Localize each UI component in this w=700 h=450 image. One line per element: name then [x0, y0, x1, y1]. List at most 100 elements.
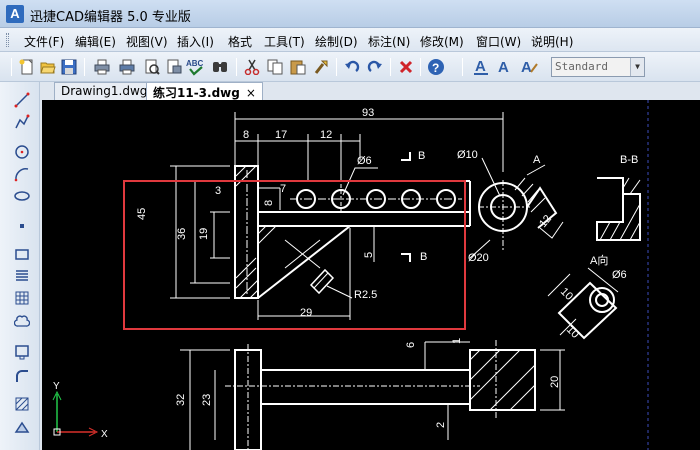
page-setup-icon[interactable] — [142, 57, 162, 77]
spell-check-icon[interactable]: ABC — [186, 57, 206, 77]
print-icon[interactable] — [92, 57, 112, 77]
svg-text:?: ? — [432, 61, 439, 75]
dim-8: 8 — [243, 129, 249, 141]
document-tab-bar: Drawing1.dwg× 练习11-3.dwg× — [40, 82, 700, 100]
circle-icon[interactable] — [12, 142, 32, 162]
region-icon[interactable] — [12, 418, 32, 438]
menu-tools[interactable]: 工具(T) — [264, 35, 305, 49]
block-icon[interactable] — [12, 342, 32, 362]
dim-6: 6 — [405, 342, 417, 348]
line-icon[interactable] — [12, 90, 32, 110]
rectangle-icon[interactable] — [12, 244, 32, 264]
dim-17: 17 — [275, 129, 287, 141]
radius-label: R2.5 — [354, 289, 377, 301]
dim-12: 12 — [320, 129, 332, 141]
dim-8b: 8 — [263, 200, 275, 206]
open-folder-icon[interactable] — [38, 57, 58, 77]
cut-icon[interactable] — [242, 57, 262, 77]
title-bar: A 迅捷CAD编辑器 5.0 专业版 — [0, 0, 700, 28]
dim-45: 45 — [136, 208, 148, 220]
tab-exercise-11-3[interactable]: 练习11-3.dwg × — [146, 82, 263, 100]
fillet-icon[interactable] — [12, 366, 32, 386]
app-logo-icon: A — [6, 5, 24, 23]
chevron-down-icon[interactable]: ▼ — [630, 58, 644, 76]
dim-1: 1 — [451, 338, 463, 344]
ellipse-icon[interactable] — [12, 186, 32, 206]
dim-32: 32 — [175, 394, 187, 406]
svg-text:A: A — [475, 58, 486, 75]
match-properties-icon[interactable] — [311, 57, 331, 77]
drawing-canvas[interactable]: 93 8 17 12 Ø6 B B Ø10 Ø20 A B-B A向 Ø6 3 … — [42, 100, 700, 450]
hole-dia-label: Ø6 — [357, 155, 372, 167]
toolbar-grip — [11, 58, 12, 76]
section-mark-b-bottom: B — [420, 251, 427, 263]
cloud-icon[interactable] — [12, 312, 32, 332]
dim-23: 23 — [201, 394, 213, 406]
undo-icon[interactable] — [342, 57, 362, 77]
dim-3: 3 — [215, 185, 221, 197]
svg-text:A: A — [498, 59, 509, 76]
menu-modify[interactable]: 修改(M) — [420, 35, 464, 49]
hatch-icon[interactable] — [12, 266, 32, 286]
menu-window[interactable]: 窗口(W) — [476, 35, 522, 49]
text-style-value: Standard — [555, 60, 608, 73]
menu-help[interactable]: 说明(H) — [531, 35, 574, 49]
section-title: B-B — [620, 154, 638, 166]
view-dir-hole: Ø6 — [612, 269, 627, 281]
plot-icon[interactable] — [164, 57, 184, 77]
toolbar-separator — [390, 58, 391, 76]
paste-icon[interactable] — [288, 57, 308, 77]
redo-icon[interactable] — [365, 57, 385, 77]
ucs-y-label: Y — [53, 381, 60, 392]
toolbar-separator — [336, 58, 337, 76]
tab-label: 练习11-3.dwg — [153, 86, 240, 100]
menu-insert[interactable]: 插入(I) — [177, 35, 214, 49]
gradient-icon[interactable] — [12, 288, 32, 308]
help-icon[interactable]: ? — [426, 57, 446, 77]
save-icon[interactable] — [59, 57, 79, 77]
find-icon[interactable] — [210, 57, 230, 77]
menu-format[interactable]: 格式 — [228, 35, 253, 49]
boss-outer-label: Ø20 — [468, 252, 489, 264]
menu-grip[interactable] — [6, 33, 9, 47]
label-a: A — [533, 154, 541, 166]
dim-19: 19 — [198, 228, 210, 240]
dim-10b: 10 — [564, 324, 581, 341]
dim-2: 2 — [435, 422, 447, 428]
tab-close-icon[interactable]: × — [245, 86, 256, 100]
menu-view[interactable]: 视图(V) — [126, 35, 168, 49]
cad-drawing: 93 8 17 12 Ø6 B B Ø10 Ø20 A B-B A向 Ø6 3 … — [52, 100, 649, 450]
toolbar-separator — [84, 58, 85, 76]
delete-icon[interactable] — [396, 57, 416, 77]
dim-29: 29 — [300, 307, 312, 319]
arc-icon[interactable] — [12, 164, 32, 184]
svg-text:A: A — [521, 59, 532, 76]
print-preview-icon[interactable] — [117, 57, 137, 77]
hatch-pattern-icon[interactable] — [12, 394, 32, 414]
text-icon[interactable]: A — [494, 57, 514, 77]
dim-93: 93 — [362, 107, 374, 119]
new-file-icon[interactable] — [17, 57, 37, 77]
toolbar-separator — [420, 58, 421, 76]
copy-icon[interactable] — [265, 57, 285, 77]
text-edit-icon[interactable]: A — [519, 57, 539, 77]
dim-5: 5 — [363, 252, 375, 258]
point-icon[interactable] — [12, 216, 32, 236]
section-mark-b-top: B — [418, 150, 425, 162]
ucs-x-label: X — [101, 429, 108, 440]
menu-file[interactable]: 文件(F) — [24, 35, 65, 49]
dim-36: 36 — [176, 228, 188, 240]
text-style-select[interactable]: Standard ▼ — [551, 57, 645, 77]
menu-dimension[interactable]: 标注(N) — [368, 35, 411, 49]
menu-bar: 文件(F) 编辑(E) 视图(V) 插入(I) 格式 工具(T) 绘制(D) 标… — [0, 28, 700, 52]
dim-20: 20 — [549, 376, 561, 388]
polyline-icon[interactable] — [12, 112, 32, 132]
menu-draw[interactable]: 绘制(D) — [315, 35, 358, 49]
view-dir-title: A向 — [590, 253, 608, 267]
menu-edit[interactable]: 编辑(E) — [75, 35, 116, 49]
toolbar-separator — [236, 58, 237, 76]
dim-7: 7 — [280, 183, 286, 195]
window-title: 迅捷CAD编辑器 5.0 专业版 — [30, 10, 191, 25]
text-style-icon[interactable]: A — [471, 57, 491, 77]
toolbar-separator — [462, 58, 463, 76]
